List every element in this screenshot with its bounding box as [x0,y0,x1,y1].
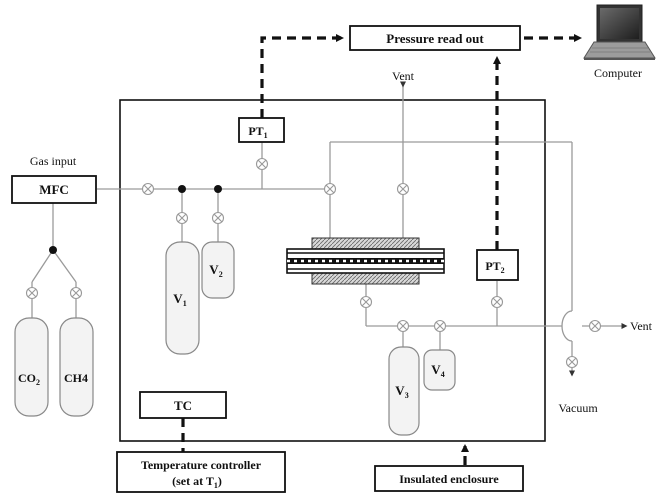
valve-icon[interactable] [255,157,269,171]
vent-right-label: Vent [630,319,653,333]
pt2-label: PT [485,259,500,273]
computer-label: Computer [594,66,642,80]
vent-top-label: Vent [392,69,415,83]
v2-vessel [201,241,235,299]
pt1-subscript: 1 [264,131,268,140]
computer-icon [583,4,656,60]
v3-subscript: 3 [405,391,409,400]
co2-subscript: 2 [36,378,40,387]
ch4-label: CH4 [64,371,88,385]
v3-label: V [395,383,405,398]
svg-text:V1: V1 [173,291,186,308]
junction-dot [178,185,186,193]
svg-text:V3: V3 [395,383,408,400]
pt2-box [476,249,519,281]
valve-icon[interactable] [565,355,579,369]
co2-cylinder [14,317,49,417]
temperature-controller-label: Temperature controller [141,458,262,472]
v2-label: V [209,262,219,277]
v4-label: V [431,362,441,377]
insulated-enclosure-label: Insulated enclosure [399,472,499,486]
valve-icon[interactable] [25,286,39,300]
valve-icon[interactable] [175,211,189,225]
pt2-subscript: 2 [501,266,505,275]
v4-vessel [423,349,456,391]
temperature-controller-setpoint: (set at T [172,474,214,488]
v4-subscript: 4 [441,370,445,379]
pressure-readout-label: Pressure read out [386,31,484,46]
svg-text:(set at T1): (set at T1) [172,474,222,490]
temperature-controller-close: ) [218,474,222,488]
v2-subscript: 2 [219,270,223,279]
ch4-cylinder [59,317,94,417]
signal-lines [181,34,582,465]
mfc-label: MFC [39,182,69,197]
valve-icon[interactable] [490,295,504,309]
valve-icon[interactable] [588,319,602,333]
valve-icon[interactable] [323,182,337,196]
tc-box [139,391,227,419]
pressure-readout-box [349,25,521,51]
svg-text:CO2: CO2 [18,371,40,387]
gas-input-label: Gas input [30,154,77,168]
insulated-enclosure-box [119,99,546,442]
insulated-enclosure-label-box [374,465,524,492]
gas-lines [31,81,628,377]
v1-label: V [173,291,183,306]
svg-text:V4: V4 [431,362,444,379]
svg-text:PT2: PT2 [485,259,504,275]
vacuum-label: Vacuum [558,401,598,415]
junction-dot [214,185,222,193]
svg-text:PT1: PT1 [248,124,267,140]
temperature-controller-box [116,451,286,493]
pt1-box [238,117,285,143]
tc-label: TC [174,398,192,413]
temperature-controller-subscript: 1 [214,481,218,490]
v1-subscript: 1 [183,299,187,308]
valve-icon[interactable] [433,319,447,333]
v1-vessel [165,241,200,355]
valve-icon[interactable] [396,182,410,196]
valve-icon[interactable] [69,286,83,300]
valve-icon[interactable] [396,319,410,333]
v3-vessel [388,346,420,436]
valve-icon[interactable] [141,182,155,196]
mfc-box [11,175,97,204]
pt1-label: PT [248,124,263,138]
valve-icon[interactable] [359,295,373,309]
svg-text:V2: V2 [209,262,222,279]
co2-label: CO [18,371,36,385]
valve-icon[interactable] [211,211,225,225]
sample-cell-icon [286,237,445,285]
junction-dot [49,246,57,254]
